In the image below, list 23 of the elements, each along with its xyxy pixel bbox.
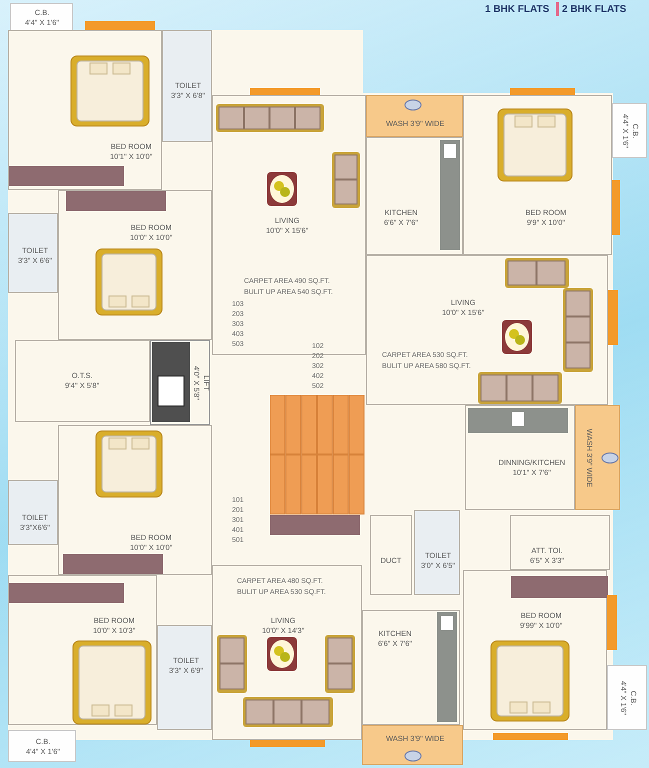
wardrobe — [9, 166, 124, 186]
cupboard-area — [607, 665, 647, 730]
cupboard-area — [10, 3, 73, 31]
toilet-room — [157, 625, 212, 730]
wardrobe — [511, 576, 608, 598]
open-shaft-area — [15, 340, 150, 422]
wardrobe — [66, 191, 166, 211]
wardrobe — [63, 554, 163, 574]
cupboard-area — [612, 103, 647, 158]
wardrobe — [9, 583, 124, 603]
cupboard-area — [8, 730, 76, 762]
toilet-room — [162, 30, 212, 142]
toilet-room — [8, 480, 58, 545]
toilet-room — [414, 510, 460, 595]
wardrobe — [270, 515, 360, 535]
room — [510, 515, 610, 570]
toilet-room — [8, 213, 58, 293]
heading: 1 BHK FLATS — [485, 4, 550, 15]
wash-area — [575, 405, 620, 510]
wash-area — [362, 725, 463, 765]
heading: 2 BHK FLATS — [562, 4, 626, 15]
wash-area — [366, 95, 463, 137]
room — [370, 515, 412, 595]
